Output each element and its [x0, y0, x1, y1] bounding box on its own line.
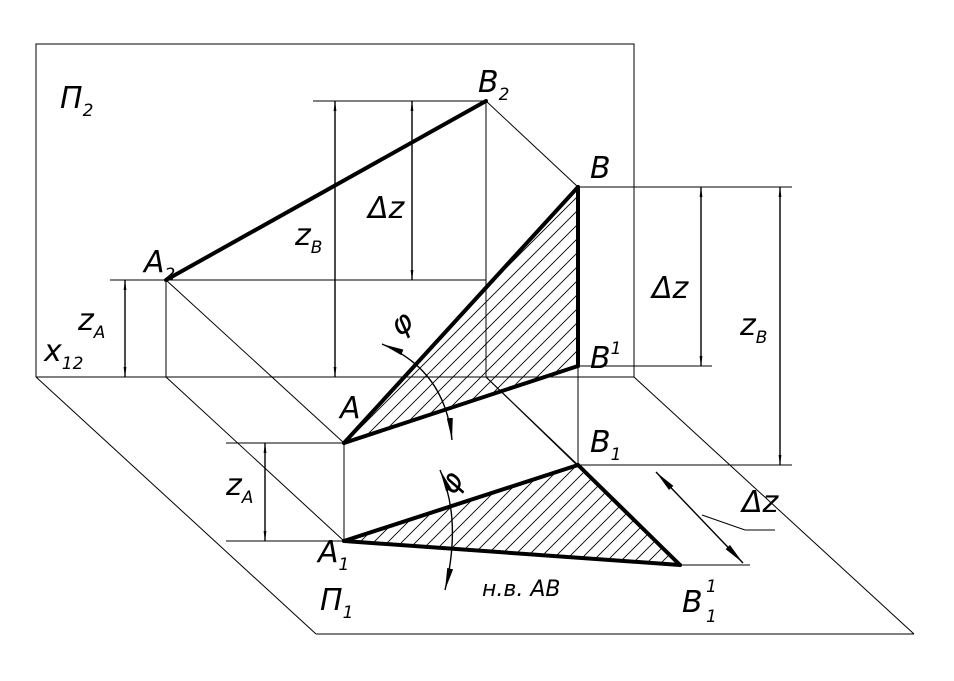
segment-a2-b2 [164, 99, 488, 282]
hatch-line [344, 187, 567, 443]
hatch-line [541, 465, 653, 565]
label-x12: x12 [43, 334, 83, 374]
hatch-line [435, 187, 578, 443]
label-zb-right: zB [739, 308, 767, 348]
label-b-prime: B1 [590, 339, 621, 376]
hatch-line [344, 187, 553, 443]
segment-a1-b1prime-true-length [342, 539, 682, 567]
label-true-length: н.в. AB [482, 577, 560, 602]
horizontal-plane [35, 376, 915, 635]
hatch-line [379, 187, 578, 443]
hatch-line [597, 465, 680, 565]
label-phi-upper: φ [384, 303, 420, 343]
hatch-line [625, 465, 680, 565]
angle-arc-upper [381, 343, 453, 441]
label-za-left: zA [77, 303, 105, 343]
label-b1: B1 [590, 425, 621, 465]
hatch-line [575, 187, 578, 443]
hatch-line [463, 187, 578, 443]
segment-a1-b1 [342, 463, 580, 543]
dim-dz-bottom [655, 471, 744, 564]
hatch-line [555, 465, 667, 565]
label-phi-lower: φ [431, 465, 471, 500]
hatch-line [569, 465, 680, 565]
hatch-line [344, 187, 455, 443]
hatch-line [491, 187, 578, 443]
angle-arc-lower [439, 469, 454, 591]
label-b: B [590, 151, 611, 186]
hatch-line [344, 187, 371, 443]
construction-lines [110, 100, 792, 566]
hatch-line [561, 187, 578, 443]
hatch-line [344, 187, 497, 443]
label-a1: A1 [316, 535, 349, 575]
label-dz-front: Δz [366, 191, 406, 226]
hatch-line [547, 187, 578, 443]
segment-b1-b1prime [576, 463, 682, 567]
hatch-line [393, 187, 578, 443]
dimension-lines [123, 101, 782, 591]
hatch-line [344, 187, 469, 443]
hatch-line [449, 187, 578, 443]
label-b2: B2 [478, 65, 509, 105]
hatch-line [344, 465, 373, 565]
label-pi1: П1 [320, 583, 353, 623]
label-za-mid: zA [225, 468, 253, 508]
hatch-line [583, 465, 680, 565]
label-dz-bottom: Δz [740, 485, 780, 520]
hatch-line [477, 187, 578, 443]
hatch-line [590, 180, 860, 450]
hatch-line [407, 187, 578, 443]
label-a: A [338, 391, 361, 426]
label-dz-right: Δz [650, 271, 690, 306]
hatch-line [344, 465, 401, 565]
label-a2: A2 [142, 245, 175, 285]
label-zb-front: zB [294, 218, 322, 258]
label-pi2: П2 [60, 81, 93, 121]
